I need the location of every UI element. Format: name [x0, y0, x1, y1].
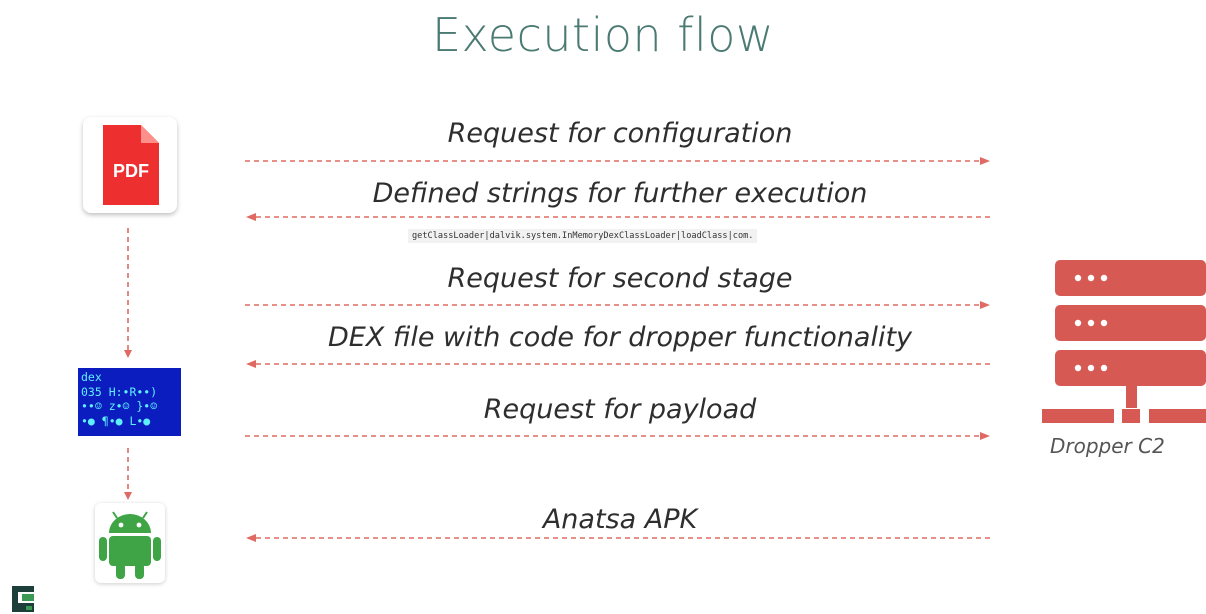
message-label-3: Request for second stage: [447, 263, 793, 294]
pdf-icon: PDF: [83, 117, 177, 213]
message-label-2: Defined strings for further execution: [372, 178, 868, 209]
page-title: Execution flow: [431, 8, 775, 62]
arrowhead-down: [124, 492, 132, 500]
dex-line: 035 H:•R••): [81, 384, 158, 399]
message-label-1: Request for configuration: [447, 118, 793, 149]
server-label: Dropper C2: [1050, 434, 1165, 458]
arrowhead-right: [980, 432, 990, 440]
code-snippet: getClassLoader|dalvik.system.InMemoryDex…: [408, 229, 758, 243]
arrowhead-left: [246, 360, 256, 368]
company-logo-icon: [12, 586, 34, 612]
message-label-4: DEX file with code for dropper functiona…: [327, 322, 913, 353]
dex-line: ••☺ z•☺ }•☺: [81, 399, 158, 413]
arrowhead-left: [246, 213, 256, 221]
pdf-icon-text: PDF: [113, 161, 149, 181]
arrowhead-right: [980, 157, 990, 165]
message-label-5: Request for payload: [483, 394, 757, 425]
arrowhead-left: [246, 534, 256, 542]
server-icon: [1040, 258, 1206, 434]
android-icon: [95, 503, 165, 583]
arrowhead-down: [124, 350, 132, 358]
message-label-6: Anatsa APK: [542, 504, 698, 535]
dex-line: •● ¶•● L•●: [81, 413, 151, 428]
dex-line: dex: [81, 370, 102, 384]
arrowhead-right: [980, 301, 990, 309]
